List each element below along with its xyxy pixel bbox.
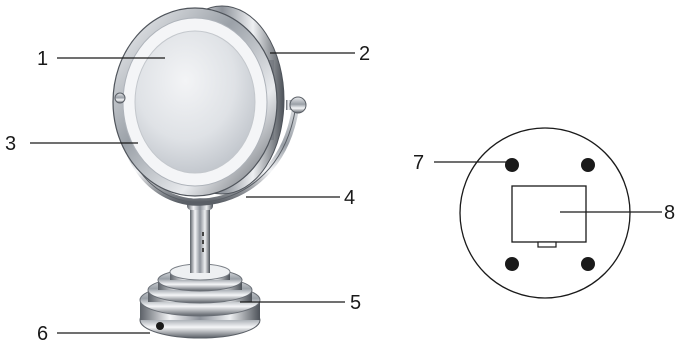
callout-7: 7 (413, 152, 424, 174)
rubber-foot (505, 158, 519, 172)
mirror-illustration (113, 6, 306, 338)
callout-1: 1 (37, 48, 48, 70)
rubber-foot (581, 158, 595, 172)
mirror-stem (187, 198, 213, 273)
callout-5: 5 (350, 292, 361, 314)
callout-2: 2 (359, 43, 370, 65)
callout-3: 3 (5, 133, 16, 155)
power-socket-icon (156, 322, 164, 330)
callout-6: 6 (37, 323, 48, 345)
base-bottom-view (460, 128, 630, 298)
rubber-foot (581, 257, 595, 271)
pivot-knob-right (286, 97, 306, 113)
battery-compartment (512, 186, 586, 242)
callout-4: 4 (344, 187, 355, 209)
compartment-latch (538, 242, 556, 247)
callout-8: 8 (664, 202, 675, 224)
mirror-glass (135, 31, 255, 173)
pivot-knob-left (115, 93, 125, 103)
rubber-foot (505, 257, 519, 271)
